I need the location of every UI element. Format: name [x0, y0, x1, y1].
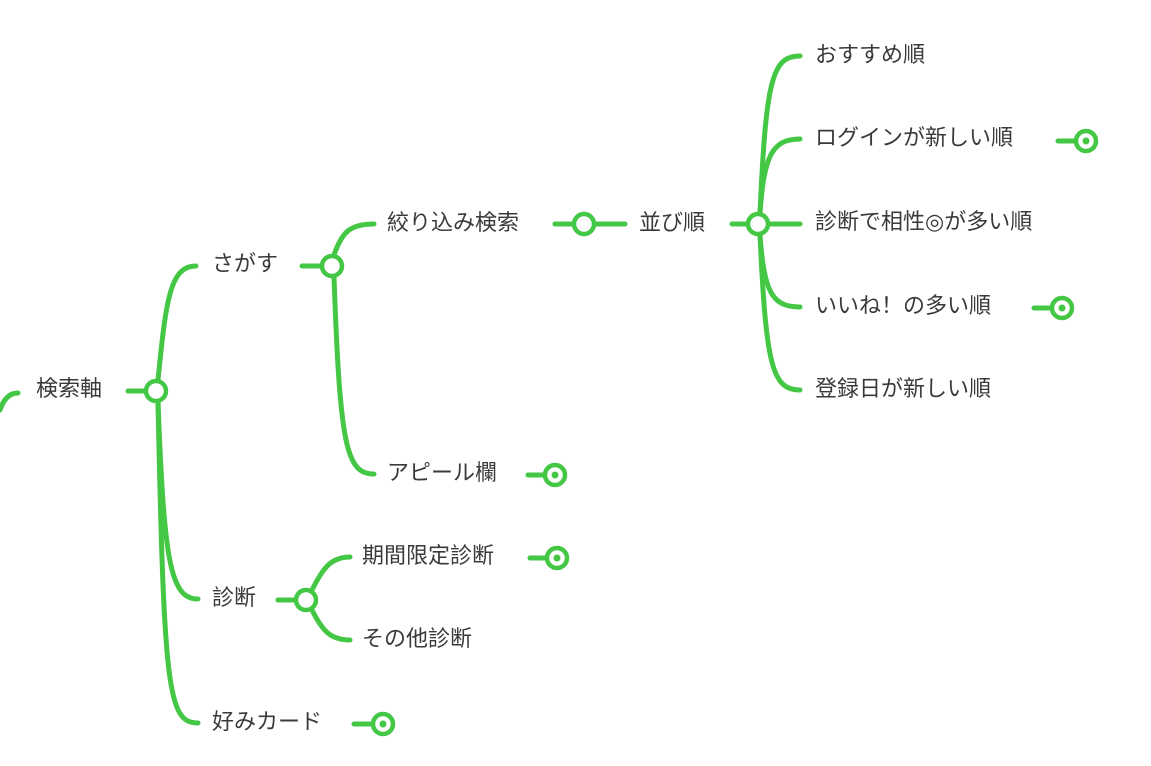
connector: [331, 221, 377, 258]
collapsed-dot-icon: [1082, 137, 1090, 145]
connector: [309, 607, 353, 643]
connector: [757, 232, 803, 393]
connector-parent: [0, 390, 21, 413]
node-shibori[interactable]: 絞り込み検索: [387, 211, 520, 236]
node-kikan[interactable]: 期間限定診断: [362, 544, 495, 569]
collapse-toggle[interactable]: [293, 587, 319, 613]
connector: [757, 53, 803, 216]
collapse-toggle[interactable]: [571, 211, 597, 237]
connector: [309, 554, 353, 593]
node-sort-option[interactable]: おすすめ順: [815, 43, 926, 68]
node-sort-option[interactable]: 登録日が新しい順: [815, 377, 992, 402]
connector: [155, 399, 201, 726]
node-sagasu[interactable]: さがす: [212, 252, 279, 277]
collapse-toggle[interactable]: [143, 378, 169, 404]
node-sort-option[interactable]: ログインが新しい順: [815, 126, 1014, 151]
node-sort-option[interactable]: 診断で相性◎が多い順: [815, 210, 1033, 235]
node-sonota[interactable]: その他診断: [362, 627, 473, 652]
node-root[interactable]: 検索軸: [36, 377, 103, 402]
collapse-toggle[interactable]: [319, 253, 345, 279]
node-konomi[interactable]: 好みカード: [212, 710, 323, 735]
connector: [757, 136, 803, 216]
connector: [155, 263, 199, 383]
collapse-toggle[interactable]: [745, 211, 771, 237]
collapsed-dot-icon: [553, 554, 561, 562]
node-appeal[interactable]: アピール欄: [387, 461, 498, 486]
collapsed-dot-icon: [1058, 304, 1066, 312]
node-shindan[interactable]: 診断: [212, 586, 257, 611]
collapsed-dot-icon: [379, 720, 387, 728]
node-sort-option[interactable]: いいね！の多い順: [815, 294, 992, 319]
collapsed-dot-icon: [551, 471, 559, 479]
connector: [331, 274, 377, 477]
node-narabi[interactable]: 並び順: [639, 211, 706, 236]
